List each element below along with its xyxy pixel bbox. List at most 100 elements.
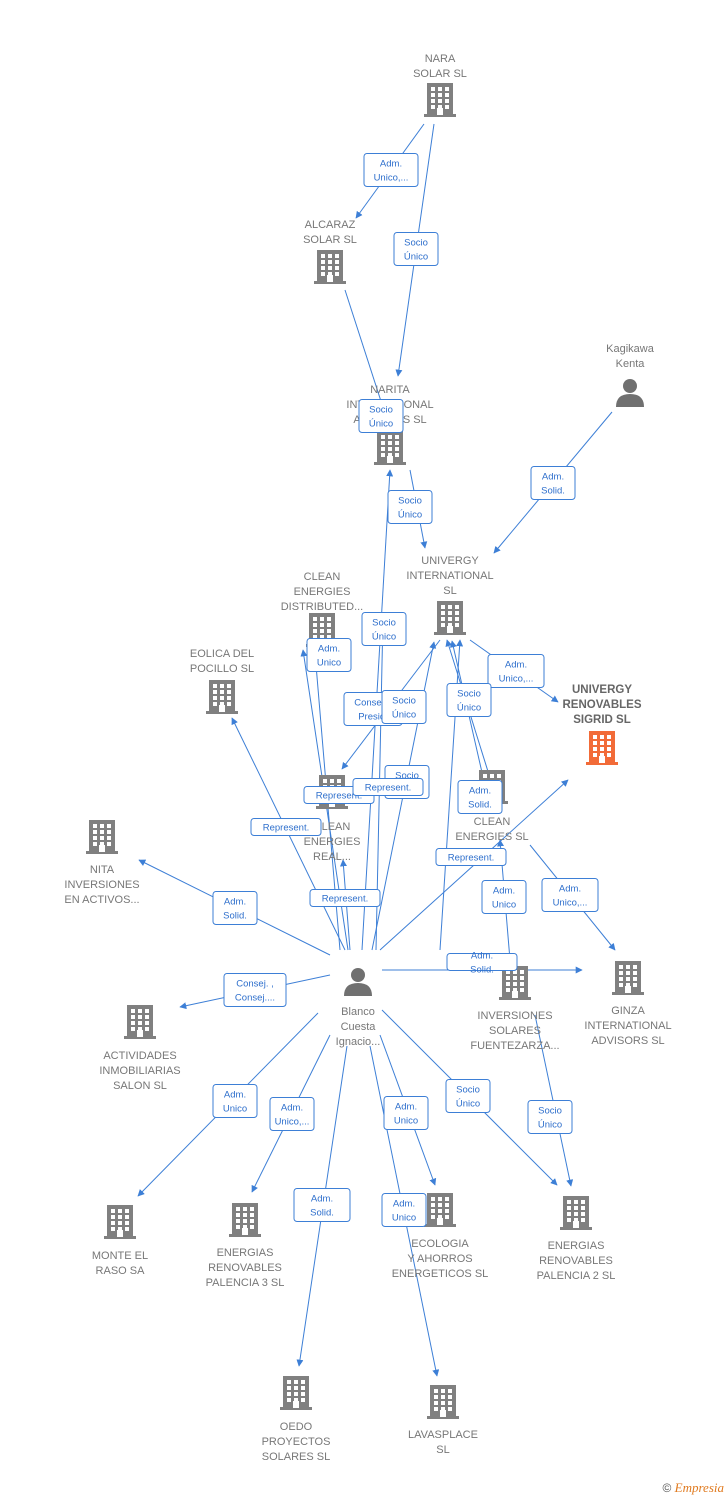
building-icon (374, 431, 406, 465)
node-label: GINZA (611, 1005, 645, 1017)
node-label: NITA (90, 864, 115, 876)
building-icon (314, 250, 346, 284)
edge-label-text: Único (404, 252, 428, 263)
edge-label-box[interactable] (306, 638, 352, 672)
edge-label-box[interactable] (383, 1096, 429, 1130)
node-label: INVERSIONES (64, 879, 139, 891)
edge-label[interactable]: Adm.Solid. (530, 466, 576, 500)
edge-label-box[interactable] (530, 466, 576, 500)
edge-labels-layer: Adm.Unico,...SocioÚnicoSocioÚnicoSocioÚn… (212, 153, 599, 1227)
edge-label-box[interactable] (212, 891, 258, 925)
edge-label-box[interactable] (269, 1097, 315, 1131)
edge-label-box[interactable] (487, 654, 545, 688)
edge-label-box[interactable] (361, 612, 407, 646)
edge-label-box[interactable] (309, 889, 381, 907)
node-blanco[interactable]: BlancoCuestaIgnacio... (336, 968, 381, 1048)
edge-label[interactable]: Adm.Unico (481, 880, 527, 914)
edge-label[interactable]: Represent. (352, 778, 424, 796)
edge-label-box[interactable] (212, 1084, 258, 1118)
edge-label-text: Adm. (311, 1194, 333, 1205)
edge-label-box[interactable] (293, 1188, 351, 1222)
node-label: UNIVERGY (421, 555, 479, 567)
edge-label[interactable]: Consej. ,Consej.... (223, 973, 287, 1007)
edge-label-box[interactable] (363, 153, 419, 187)
edge-label-box[interactable] (446, 953, 518, 971)
edge-label[interactable]: Adm.Unico (381, 1193, 427, 1227)
node-label: ENERGIES (304, 836, 361, 848)
edge-label[interactable]: Adm.Solid. (293, 1188, 351, 1222)
node-label: PALENCIA 3 SL (206, 1277, 285, 1289)
node-label: SIGRID SL (573, 714, 631, 726)
edge-label[interactable]: Adm.Solid. (457, 780, 503, 814)
edge-label-box[interactable] (250, 818, 322, 836)
node-inv-fuente[interactable]: INVERSIONESSOLARESFUENTEZARZA... (470, 966, 560, 1052)
node-label: INTERNATIONAL (406, 570, 493, 582)
edge-label-box[interactable] (352, 778, 424, 796)
edge-label[interactable]: Adm.Unico (306, 638, 352, 672)
edge-label-text: Adm. (318, 644, 340, 655)
node-label: ENERGETICOS SL (392, 1268, 489, 1280)
edge-label-box[interactable] (358, 399, 404, 433)
edge-label-text: Socio (456, 1085, 480, 1096)
edge-label-box[interactable] (393, 232, 439, 266)
person-icon (344, 968, 372, 996)
edge-label[interactable]: Adm.Unico (212, 1084, 258, 1118)
node-label: ENERGIES (294, 586, 351, 598)
edge-label-box[interactable] (381, 1193, 427, 1227)
edge-label-box[interactable] (381, 690, 427, 724)
edge-label-box[interactable] (435, 848, 507, 866)
edge-label[interactable]: Represent. (309, 889, 381, 907)
node-clean-dist[interactable]: CLEANENERGIESDISTRIBUTED... (281, 571, 364, 647)
edge-label-box[interactable] (445, 1079, 491, 1113)
edge-label[interactable]: Represent. (250, 818, 322, 836)
edge-label-box[interactable] (481, 880, 527, 914)
node-label: DISTRIBUTED... (281, 601, 364, 613)
edge-label[interactable]: Adm.Unico,... (363, 153, 419, 187)
edge-label-box[interactable] (527, 1100, 573, 1134)
edge-label[interactable]: Adm.Solid. (212, 891, 258, 925)
edge-label[interactable]: Adm.Unico,... (541, 878, 599, 912)
edge-label[interactable]: Adm.Solid. (446, 951, 518, 976)
edge-label-text: Unico,... (275, 1117, 310, 1128)
edge-label[interactable]: Adm. Unico,... (269, 1097, 315, 1131)
edge-label-box[interactable] (446, 683, 492, 717)
node-label: RENOVABLES (562, 699, 641, 711)
edge-label-box[interactable] (457, 780, 503, 814)
edge-label-text: Unico,... (553, 898, 588, 909)
edge-label-box[interactable] (223, 973, 287, 1007)
building-icon (229, 1203, 261, 1237)
node-label: POCILLO SL (190, 663, 254, 675)
edge-label-text: Socio (457, 689, 481, 700)
edge-label[interactable]: Represent. (435, 848, 507, 866)
edge-label-box[interactable] (387, 490, 433, 524)
node-label: Kagikawa (606, 343, 655, 355)
edge-label[interactable]: Adm.Unico (383, 1096, 429, 1130)
brand-logo[interactable]: Empresia (674, 1480, 724, 1495)
edge-label[interactable]: Adm.Unico,... (487, 654, 545, 688)
edge-label-text: Adm. (281, 1103, 303, 1114)
edge-label-box[interactable] (541, 878, 599, 912)
